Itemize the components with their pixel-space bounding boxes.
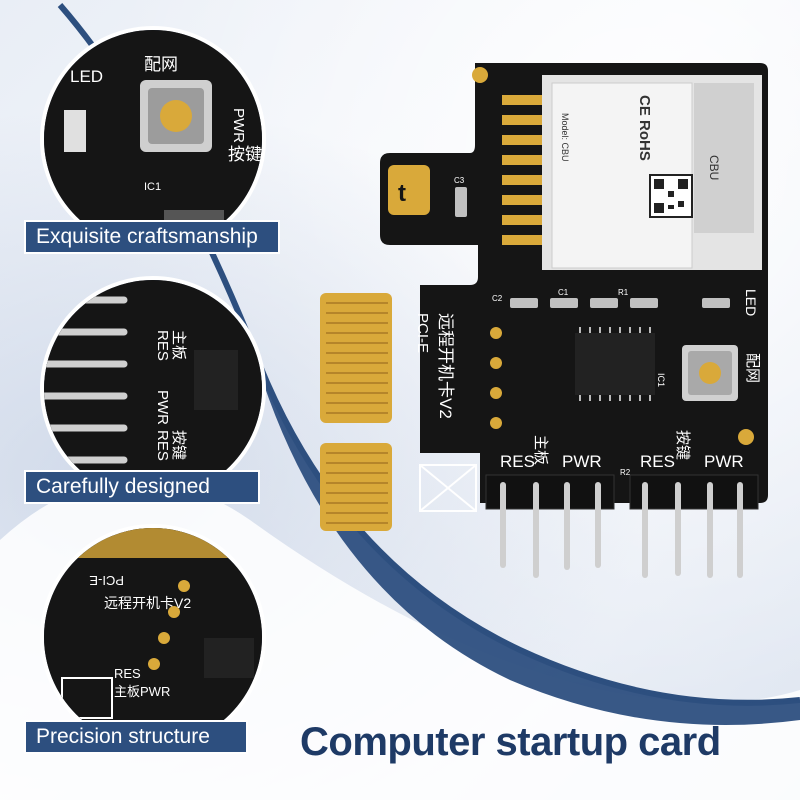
feature-zoom-2: RES 主板 PWR RES 按键 (40, 276, 266, 502)
silk-pcie: PCI-E (414, 313, 431, 353)
feature-label-designed: Carefully designed (24, 470, 260, 504)
module-ce-text: CE RoHS (636, 95, 653, 161)
silk-ic1: IC1 (656, 373, 666, 387)
feature-2-silk-button: 按键 (170, 430, 187, 460)
silk-c1: C1 (558, 288, 569, 297)
silk-title-cn: 远程开机卡V2 (436, 313, 455, 419)
silk-r1: R1 (618, 288, 629, 297)
silk-pwr-right: PWR (704, 452, 744, 471)
silk-pwr-left: PWR (562, 452, 602, 471)
silk-c3: C3 (454, 176, 465, 185)
wifi-module: Model: CBU CE RoHS CBU (542, 75, 762, 270)
gold-fingers (320, 293, 392, 531)
headline-title: Computer startup card (300, 720, 721, 764)
feature-3-silk-title: 远程开机卡V2 (104, 595, 191, 611)
feature-1-silk-led: LED (70, 67, 103, 86)
silk-led: LED (743, 289, 759, 316)
silk-res-right: RES (640, 452, 675, 471)
silk-mainboard-cn: 主板 (532, 435, 550, 465)
feature-2-silk-mainboard: 主板 (170, 330, 188, 360)
feature-3-silk-res: RES (114, 666, 141, 681)
logo-pad (388, 165, 430, 215)
module-name-text: CBU (707, 155, 721, 180)
feature-zoom-3: PCI-E 远程开机卡V2 RES 主板 PWR (40, 524, 266, 750)
silk-res-left: RES (500, 452, 535, 471)
feature-2-silk-pwr: PWR (154, 390, 171, 425)
ic-chip (575, 333, 655, 395)
silk-r2: R2 (620, 468, 631, 477)
svg-text:t: t (398, 180, 406, 207)
feature-2-silk-res-2: RES (154, 430, 171, 461)
feature-zoom-1: LED 配网 按键 PWR IC1 (40, 26, 266, 252)
feature-1-silk-ic1: IC1 (144, 181, 161, 193)
feature-2-silk-res: RES (154, 330, 171, 361)
feature-label-precision: Precision structure (24, 720, 248, 754)
feature-label-craftsmanship: Exquisite craftsmanship (24, 220, 280, 254)
module-model-text: Model: CBU (560, 113, 570, 162)
silk-c2: C2 (492, 294, 503, 303)
feature-3-silk-pwr: PWR (140, 684, 170, 699)
feature-1-silk-button: 按键 (228, 145, 262, 164)
feature-3-silk-mainboard: 主板 (114, 684, 140, 699)
feature-1-silk-pwr: PWR (230, 108, 247, 143)
tactile-button (682, 345, 738, 401)
pin-headers (485, 474, 759, 578)
feature-3-silk-pcie: PCI-E (89, 573, 124, 588)
pcb-board-image: t Model: CBU CE RoHS CBU (300, 55, 780, 585)
silk-button-cn: 按键 (674, 430, 691, 460)
silk-pair-cn: 配网 (744, 353, 761, 383)
feature-1-silk-pair: 配网 (144, 55, 178, 74)
